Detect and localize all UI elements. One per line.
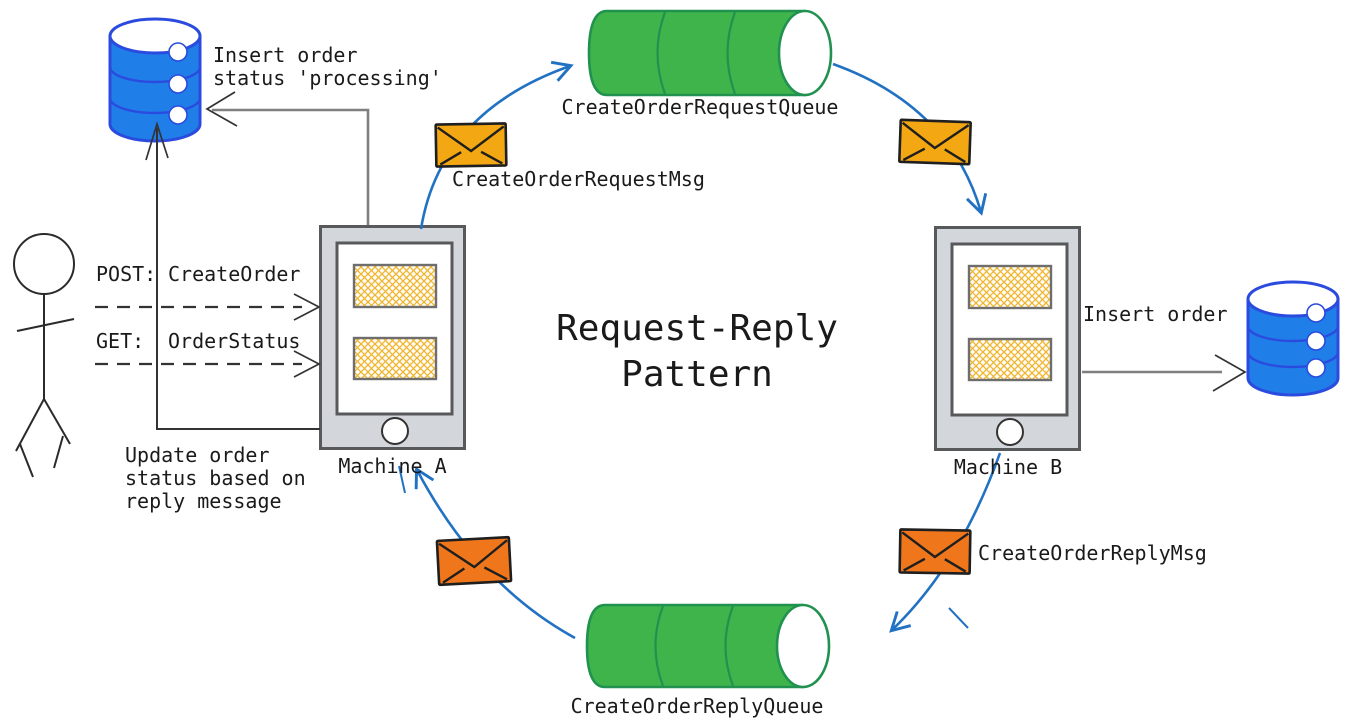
insert-status-connector xyxy=(205,91,370,225)
device-icon xyxy=(934,226,1081,451)
envelope-icon xyxy=(435,535,513,587)
actor-icon xyxy=(13,233,75,478)
update-status-connector xyxy=(145,121,320,430)
post-action-label: CreateOrder xyxy=(168,262,301,286)
envelope-icon xyxy=(898,528,972,575)
sketch-stroke xyxy=(398,465,406,494)
reply-msg-label: CreateOrderReplyMsg xyxy=(978,541,1207,565)
envelope-icon xyxy=(434,122,508,168)
envelope-icon xyxy=(898,118,972,166)
request-msg-label: CreateOrderRequestMsg xyxy=(452,167,705,191)
diagram-title: Request-Reply Pattern xyxy=(556,308,838,395)
database-icon xyxy=(1246,280,1340,397)
get-action-label: OrderStatus xyxy=(168,329,301,353)
insert-order-label: Insert order xyxy=(1083,302,1228,326)
sketch-stroke xyxy=(948,607,969,629)
insert-order-arrow xyxy=(1082,354,1247,392)
insert-status-note: Insert order status 'processing' xyxy=(213,43,442,90)
get-method-label: GET: xyxy=(96,329,145,353)
device-icon xyxy=(319,225,466,450)
get-request-arrow xyxy=(95,350,321,378)
request-queue-label: CreateOrderRequestQueue xyxy=(561,95,839,119)
post-method-label: POST: xyxy=(96,262,157,286)
machine-b-label: Machine B xyxy=(953,455,1063,479)
update-status-note: Update order status based on reply messa… xyxy=(125,443,306,513)
database-icon xyxy=(108,17,202,143)
queue-icon xyxy=(587,9,833,97)
queue-icon xyxy=(585,603,831,689)
post-request-arrow xyxy=(95,293,321,321)
machine-a-label: Machine A xyxy=(338,454,447,478)
reply-queue-label: CreateOrderReplyQueue xyxy=(570,694,824,718)
